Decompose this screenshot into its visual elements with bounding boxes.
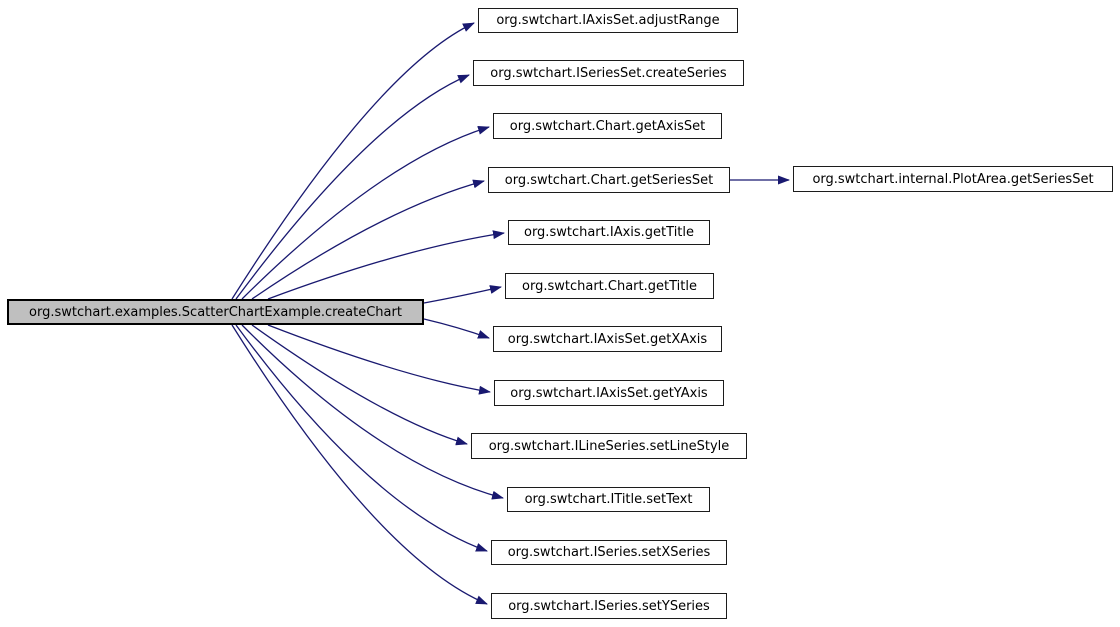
edge-createChart-getYAxis [267,324,491,395]
node-getXAxis[interactable]: org.swtchart.IAxisSet.getXAxis [493,326,722,352]
edge-createChart-setText [241,324,504,500]
edge-createChart-getXAxis [423,318,490,339]
edge-createChart-createSeries [235,74,470,300]
node-PlotArea-getSeriesSet[interactable]: org.swtchart.internal.PlotArea.getSeries… [793,166,1113,192]
edge-createChart-setLineStyle [251,324,468,446]
node-setXSeries[interactable]: org.swtchart.ISeries.setXSeries [491,540,727,565]
node-getYAxis[interactable]: org.swtchart.IAxisSet.getYAxis [494,380,724,406]
node-createSeries[interactable]: org.swtchart.ISeriesSet.createSeries [473,60,744,86]
node-Chart-getTitle[interactable]: org.swtchart.Chart.getTitle [505,273,714,299]
edge-createChart-setXSeries [235,324,488,552]
node-setYSeries[interactable]: org.swtchart.ISeries.setYSeries [491,593,727,619]
edge-createChart-Chart-getTitle [423,285,502,304]
edge-createChart-IAxis-getTitle [267,230,505,300]
node-IAxis-getTitle[interactable]: org.swtchart.IAxis.getTitle [508,220,710,245]
node-createChart: org.swtchart.examples.ScatterChartExampl… [7,299,424,325]
node-getAxisSet[interactable]: org.swtchart.Chart.getAxisSet [493,113,722,139]
node-setLineStyle[interactable]: org.swtchart.ILineSeries.setLineStyle [471,433,747,459]
edge-createChart-setYSeries [231,324,488,605]
edge-createChart-getAxisSet [241,125,490,300]
node-setText[interactable]: org.swtchart.ITitle.setText [507,487,710,512]
edge-createChart-adjustRange [231,22,475,300]
edge-createChart-getSeriesSet [251,179,485,300]
node-adjustRange[interactable]: org.swtchart.IAxisSet.adjustRange [478,8,738,33]
node-getSeriesSet[interactable]: org.swtchart.Chart.getSeriesSet [488,167,730,193]
